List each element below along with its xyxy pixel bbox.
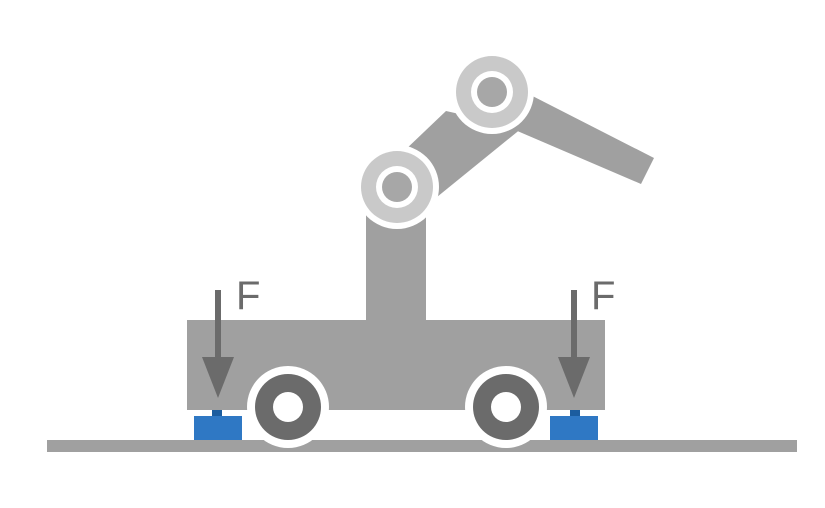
left-wheel	[247, 366, 329, 448]
arm-forearm-link	[505, 82, 654, 184]
left-outrigger-foot	[194, 410, 242, 440]
arm-joint-elbow	[450, 50, 534, 134]
right-outrigger-foot	[550, 410, 598, 440]
left-force-label: F	[236, 274, 260, 318]
left-force-arrow	[202, 290, 234, 398]
arm-joint-shoulder	[355, 145, 439, 229]
ground-line	[47, 440, 797, 452]
right-wheel	[465, 366, 547, 448]
right-force-label: F	[591, 274, 615, 318]
right-force-arrow	[558, 290, 590, 398]
